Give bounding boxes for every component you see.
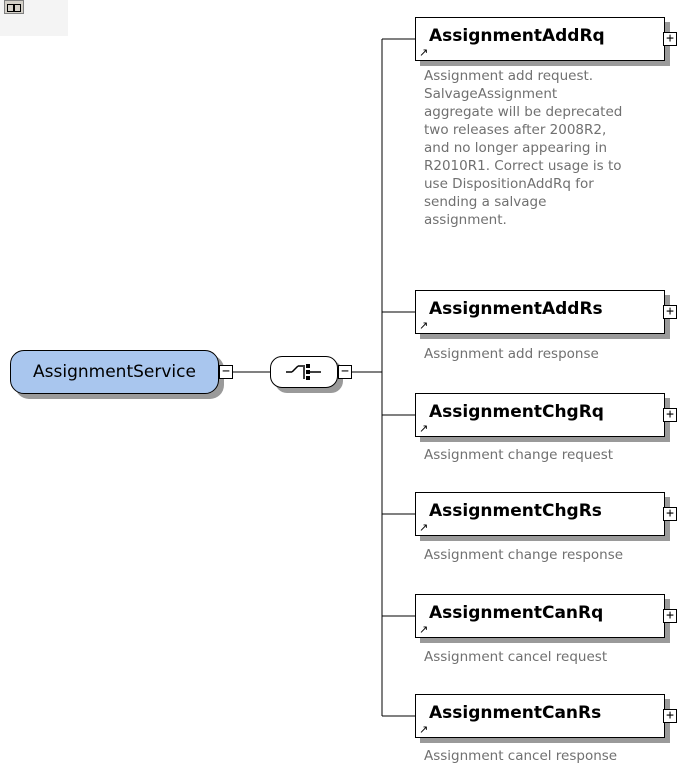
element-label: AssignmentAddRs: [429, 299, 603, 319]
element-description: Assignment change response: [424, 547, 624, 563]
expand-button[interactable]: +: [663, 305, 677, 319]
element-assignment-can-rs[interactable]: ↗ AssignmentCanRs +: [415, 694, 677, 738]
reference-arrow-icon: ↗: [419, 521, 429, 534]
element-label: AssignmentChgRq: [429, 402, 604, 422]
reference-arrow-icon: ↗: [419, 723, 429, 736]
expand-button[interactable]: +: [663, 709, 677, 723]
root-node-label: AssignmentService: [33, 362, 196, 382]
element-label: AssignmentChgRs: [429, 501, 602, 521]
reference-arrow-icon: ↗: [419, 319, 429, 332]
sequence-icon: [286, 364, 321, 380]
reference-arrow-icon: ↗: [419, 422, 429, 435]
expand-button[interactable]: +: [663, 408, 677, 422]
diagram-toggle-icon[interactable]: [4, 0, 24, 14]
root-collapse-button[interactable]: −: [219, 365, 233, 379]
reference-arrow-icon: ↗: [419, 46, 429, 59]
element-assignment-chg-rs[interactable]: ↗ AssignmentChgRs +: [415, 492, 677, 536]
root-node[interactable]: AssignmentService: [10, 350, 219, 394]
expand-button[interactable]: +: [663, 507, 677, 521]
compositor-collapse-button[interactable]: −: [338, 365, 352, 379]
element-assignment-add-rs[interactable]: ↗ AssignmentAddRs +: [415, 290, 677, 334]
expand-button[interactable]: +: [663, 609, 677, 623]
element-description: Assignment add response: [424, 346, 599, 362]
element-label: AssignmentAddRq: [429, 26, 605, 46]
element-description: Assignment cancel response: [424, 748, 618, 764]
element-assignment-add-rq[interactable]: ↗ AssignmentAddRq +: [415, 17, 677, 61]
element-label: AssignmentCanRq: [429, 603, 604, 623]
element-description: Assignment change request: [424, 447, 614, 463]
element-assignment-chg-rq[interactable]: ↗ AssignmentChgRq +: [415, 393, 677, 437]
reference-arrow-icon: ↗: [419, 623, 429, 636]
element-description: Assignment add request. SalvageAssignmen…: [424, 68, 623, 228]
element-description: Assignment cancel request: [424, 649, 608, 665]
expand-button[interactable]: +: [663, 32, 677, 46]
element-assignment-can-rq[interactable]: ↗ AssignmentCanRq +: [415, 594, 677, 638]
element-label: AssignmentCanRs: [429, 703, 602, 723]
sequence-compositor[interactable]: [270, 356, 338, 388]
